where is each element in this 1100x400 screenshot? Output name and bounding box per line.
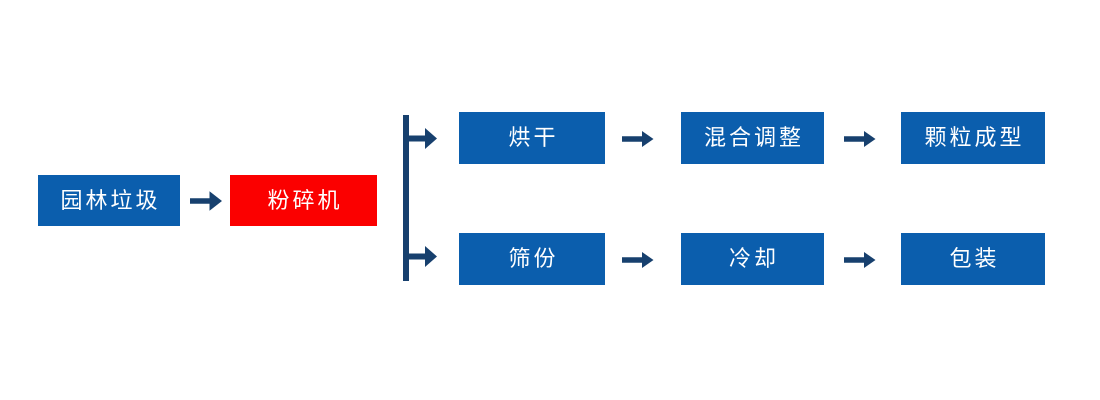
node-baozhuang[interactable]: 包装	[901, 233, 1045, 285]
node-label: 园林垃圾	[60, 187, 161, 213]
arrow-right-icon	[620, 247, 656, 273]
arrow-right-icon	[842, 126, 878, 152]
node-label: 烘干	[508, 125, 559, 150]
node-yuanlin-laji[interactable]: 园林垃圾	[38, 175, 180, 226]
branch-split-right-icon	[400, 112, 442, 284]
node-label: 包装	[949, 246, 1000, 271]
node-lengque[interactable]: 冷却	[681, 233, 824, 285]
node-label: 粉碎机	[267, 187, 343, 213]
arrow-right-icon	[620, 126, 656, 152]
arrow-right-icon	[842, 247, 878, 273]
node-hunhe-tiaozheng[interactable]: 混合调整	[681, 112, 824, 164]
node-honggan[interactable]: 烘干	[459, 112, 605, 164]
node-label: 筛份	[508, 246, 559, 271]
node-label: 颗粒成型	[924, 125, 1025, 150]
node-fensuiji[interactable]: 粉碎机	[230, 175, 377, 226]
arrow-right-icon	[188, 186, 224, 216]
node-label: 混合调整	[703, 125, 804, 150]
node-shaifen[interactable]: 筛份	[459, 233, 605, 285]
node-label: 冷却	[728, 246, 779, 271]
node-keli-chengxing[interactable]: 颗粒成型	[901, 112, 1045, 164]
